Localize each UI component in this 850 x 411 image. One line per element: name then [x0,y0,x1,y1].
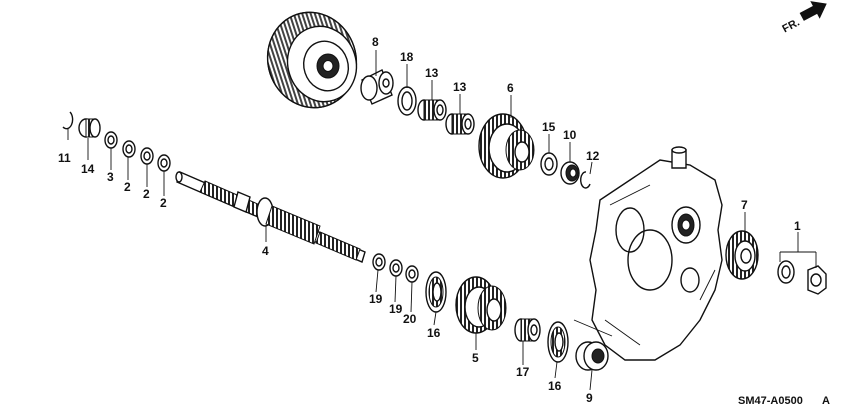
nut-part-1[interactable] [807,265,827,295]
callout-15: 15 [542,120,556,134]
callout-16b: 16 [548,379,562,393]
washer-part-2c[interactable] [157,154,171,172]
front-direction-label: FR. [780,17,801,36]
washer-part-3[interactable] [104,131,118,149]
callout-14: 14 [81,162,95,176]
callout-13b: 13 [453,80,467,94]
front-direction-indicator: FR. [780,1,827,36]
callout-2a: 2 [124,180,131,194]
thrust-washer-part-18[interactable] [397,86,417,116]
callout-8: 8 [372,35,379,49]
bearing-part-14[interactable] [78,118,101,138]
callout-3: 3 [107,170,114,184]
callout-16a: 16 [427,326,441,340]
callout-19a: 19 [369,292,383,306]
hub-part-8[interactable] [360,69,394,105]
callout-12: 12 [586,149,600,163]
callout-2b: 2 [143,187,150,201]
callout-2c: 2 [160,196,167,210]
callout-20: 20 [403,312,417,326]
callout-13a: 13 [425,66,439,80]
diagram-code-suffix: A [822,395,830,407]
callout-17: 17 [516,365,530,379]
mainshaft-part-4[interactable] [175,171,366,263]
thrust-bearing-part-16b[interactable] [547,321,569,363]
gear-part-6[interactable] [478,113,535,179]
washer-part-2b[interactable] [140,147,154,165]
gear-part-5[interactable] [455,276,507,334]
snap-ring-part-12[interactable] [579,171,591,189]
callout-4: 4 [262,244,269,258]
callout-5: 5 [472,351,479,365]
needle-bearing-part-13a[interactable] [417,99,447,121]
gear-part-7[interactable] [725,230,759,280]
washer-part-19a[interactable] [372,253,386,271]
callout-7: 7 [741,198,748,212]
collar-part-9[interactable] [575,341,609,371]
arrow-right-icon [799,1,827,21]
diagram-code: SM47-A0500 [738,395,803,407]
washer-part-20[interactable] [405,265,419,283]
callout-18: 18 [400,50,414,64]
washer-part-19b[interactable] [389,259,403,277]
transmission-housing[interactable] [589,146,723,361]
washer-part-1[interactable] [777,260,795,284]
needle-bearing-part-17[interactable] [514,318,541,342]
callout-9: 9 [586,391,593,405]
callout-10: 10 [563,128,577,142]
leader-lines [67,50,817,391]
bearing-part-10[interactable] [560,161,580,185]
callout-11: 11 [58,151,71,165]
thrust-bearing-part-16a[interactable] [425,271,447,313]
callout-1: 1 [794,219,801,233]
needle-bearing-part-13b[interactable] [445,113,475,135]
callout-6: 6 [507,81,514,95]
callout-19b: 19 [389,302,403,316]
clutch-drum[interactable] [255,1,368,119]
ring-part-15[interactable] [540,152,558,176]
snap-ring-part-11[interactable] [62,111,74,130]
washer-part-2a[interactable] [122,140,136,158]
